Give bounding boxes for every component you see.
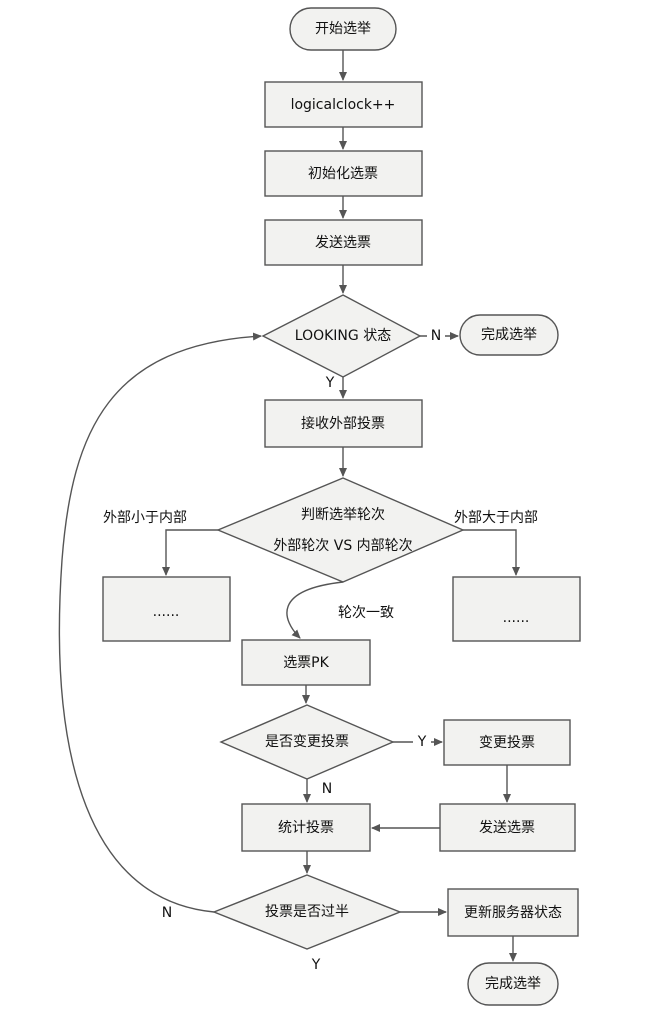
change-question-label: 是否变更投票 [265,734,349,750]
change-n-label: N [322,781,332,797]
round-decision [216,477,465,583]
label-bg [427,327,445,345]
right-ellipsis-box [452,576,581,642]
pk-label: 选票PK [283,655,329,671]
finish-terminal-2 [467,962,559,1006]
half-n-label: N [162,905,172,921]
round-label-1: 判断选举轮次 [301,507,385,523]
update-state-label: 更新服务器状态 [464,905,562,921]
edge-half-loop-back [58,332,262,913]
round-equal-label: 轮次一致 [338,605,394,621]
left-ellipsis-box [102,576,231,642]
pk-box [241,639,371,686]
half-decision [212,874,402,950]
edge-round-left [162,529,218,576]
finish-label-1: 完成选举 [481,327,537,343]
half-label: 投票是否过半 [265,904,349,920]
start-label: 开始选举 [315,21,371,37]
looking-n-label: N [431,328,441,344]
finish-label-2: 完成选举 [485,976,541,992]
update-state-box [447,888,579,937]
edge-round-pk [286,581,344,639]
count-vote-box [241,803,371,852]
left-ellipsis-label: ...... [153,604,180,620]
change-y-label: Y [417,734,427,750]
change-vote-label: 变更投票 [479,735,535,751]
send-vote-label-2: 发送选票 [479,820,535,836]
count-vote-label: 统计投票 [278,820,334,836]
send-vote-box [264,219,423,266]
send-vote-label: 发送选票 [315,235,371,251]
right-ellipsis-label: ...... [503,610,530,626]
looking-y-label: Y [325,375,335,391]
looking-label: LOOKING 状态 [295,328,391,344]
finish-terminal-1 [459,314,559,356]
logicalclock-box [264,81,423,128]
round-label-2: 外部轮次 VS 内部轮次 [273,538,412,554]
logicalclock-label: logicalclock++ [291,97,396,113]
ext-greater-label: 外部大于内部 [454,510,538,526]
receive-vote-label: 接收外部投票 [301,415,385,432]
half-y-label: Y [311,957,321,973]
ext-less-label: 外部小于内部 [103,510,187,526]
label-bg [413,733,431,751]
init-vote-label: 初始化选票 [308,165,378,182]
send-vote-box-2 [439,803,576,852]
receive-vote-box [264,399,423,448]
edge-round-right [463,529,520,576]
init-vote-box [264,150,423,197]
